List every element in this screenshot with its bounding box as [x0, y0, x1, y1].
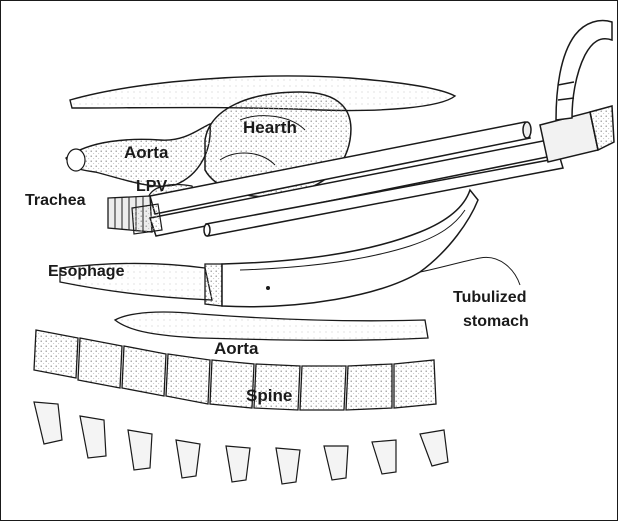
label-tubulized-line2: stomach: [463, 313, 529, 330]
label-trachea: Trachea: [25, 192, 86, 209]
label-esophage: Esophage: [48, 263, 125, 280]
label-spine: Spine: [246, 386, 292, 405]
label-tubulized-line1: Tubulized: [453, 289, 526, 306]
aorta-upper-lumen: [67, 149, 85, 171]
anastomosis-ring: [205, 264, 222, 306]
stomach-leader-line: [420, 257, 520, 285]
label-aorta-upper: Aorta: [124, 143, 169, 162]
stapler-tip: [132, 204, 162, 234]
label-aorta-lower: Aorta: [214, 339, 259, 358]
anvil-dot: [266, 286, 270, 290]
instrument-handle: [540, 21, 614, 162]
spinous-processes: [34, 402, 448, 484]
label-lpv: LPV: [136, 178, 167, 195]
aorta-lower-shape: [115, 312, 428, 340]
label-hearth: Hearth: [243, 118, 297, 137]
